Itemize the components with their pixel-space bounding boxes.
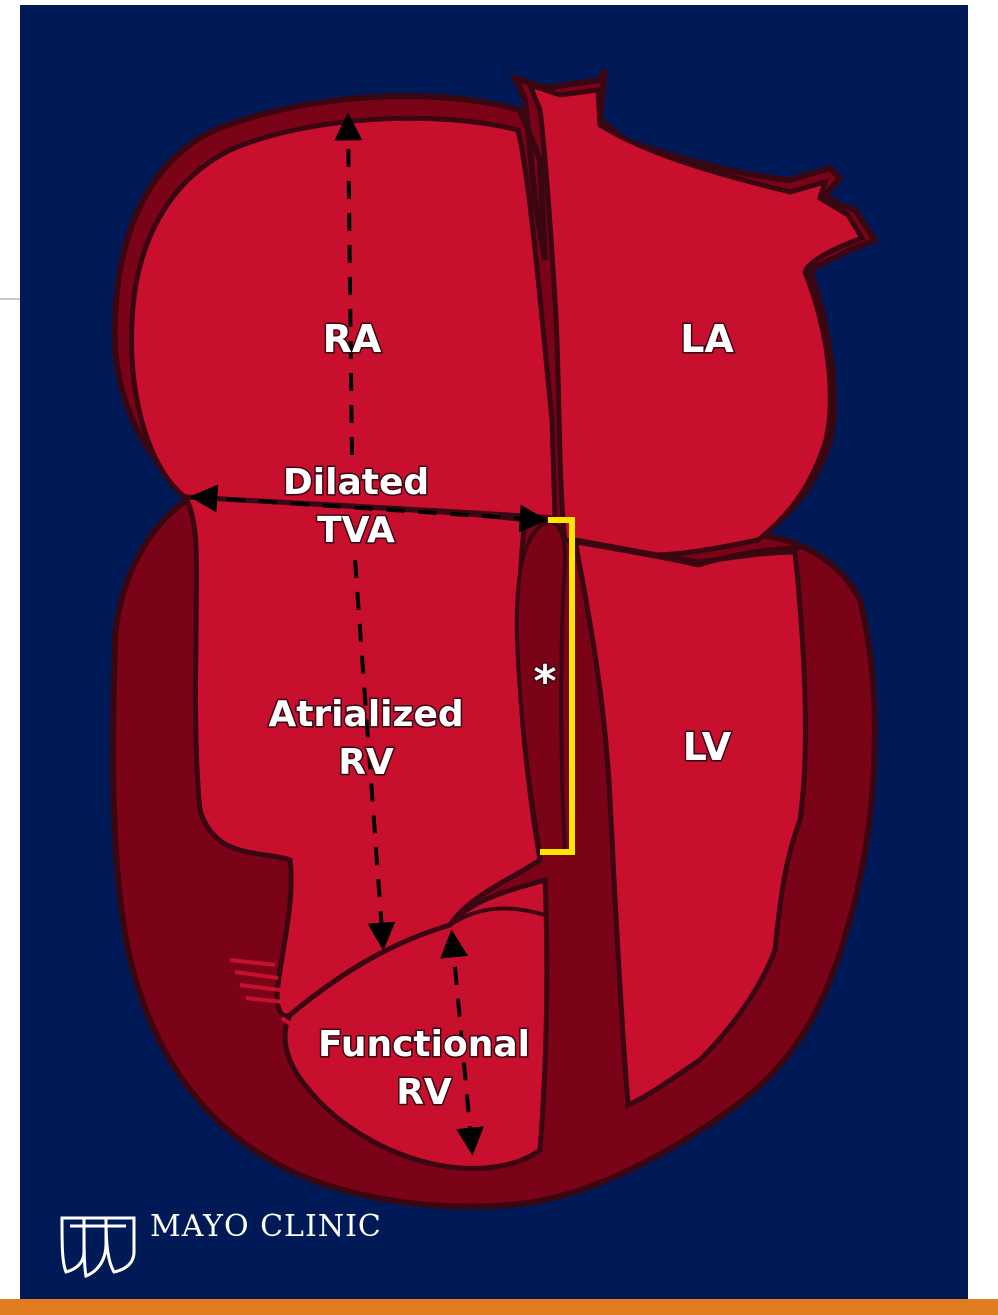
heart-diagram-panel: RA LA Dilated TVA Atrialized RV LV Funct… [20, 5, 968, 1315]
label-atrialized-rv-line1: Atrialized [268, 694, 463, 735]
label-asterisk: * [533, 656, 556, 707]
label-functional-rv-line2: RV [396, 1072, 452, 1113]
bottom-accent-strip [0, 1299, 998, 1315]
label-functional-rv-line1: Functional [318, 1024, 530, 1065]
heart-diagram: RA LA Dilated TVA Atrialized RV LV Funct… [20, 5, 968, 1315]
label-dilated-tva-line1: Dilated [283, 462, 429, 503]
label-dilated-tva-line2: TVA [317, 510, 395, 551]
label-la: LA [680, 317, 734, 361]
logo-wordmark: MAYO CLINIC [150, 1209, 382, 1244]
label-lv: LV [683, 725, 732, 769]
label-ra: RA [323, 317, 382, 361]
label-atrialized-rv-line2: RV [338, 742, 394, 783]
